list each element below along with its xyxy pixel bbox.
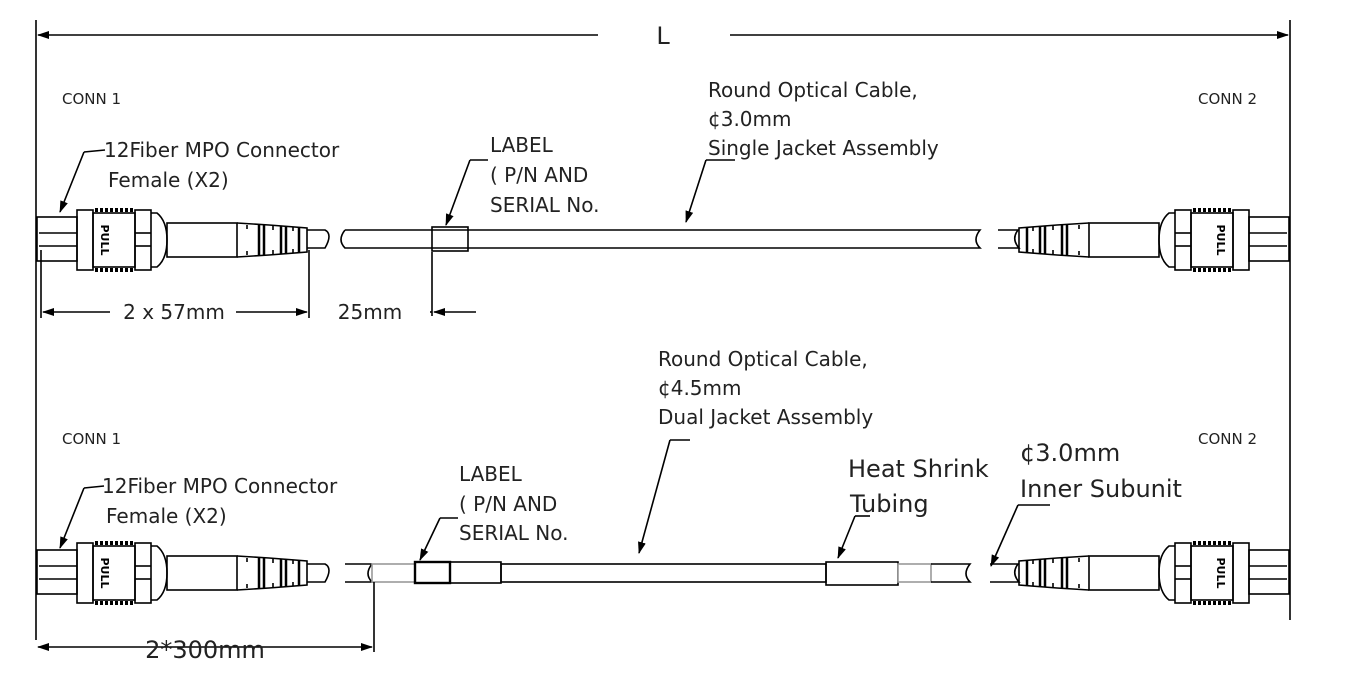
connector-note: 12Fiber MPO Connector [104,138,340,162]
heat-shrink-tubing [825,561,899,586]
connector-note-qty-2: Female (X2) [106,504,227,528]
pull-marking-right: PULL [1214,557,1227,588]
overall-length-dimension: L [35,20,1291,640]
label-sleeve [431,226,469,252]
label-note-pn: ( P/N AND [490,163,588,187]
mpo-connector-right-2 [1017,541,1291,605]
overall-length-label: L [656,22,670,50]
cable-4-5mm [307,560,1021,586]
cable-diameter-2: ¢4.5mm [658,376,742,400]
mpo-connector-right [1017,208,1291,272]
label-note-serial-2: SERIAL No. [459,521,569,545]
connector-note-qty: Female (X2) [108,168,229,192]
conn2-label-2: CONN 2 [1198,430,1257,448]
assembly-1: CONN 1 CONN 2 PULL PULL 12Fiber MPO Conn… [35,78,1291,324]
conn1-label: CONN 1 [62,90,121,108]
subunit-note: Inner Subunit [1020,475,1182,503]
label-note-serial: SERIAL No. [490,193,600,217]
label-note-pn-2: ( P/N AND [459,492,557,516]
cable-diameter: ¢3.0mm [708,107,792,131]
conn1-label-2: CONN 1 [62,430,121,448]
mpo-connector-left: PULL [35,208,309,272]
cable-note: Round Optical Cable, [708,78,918,102]
pull-marking: PULL [98,557,111,588]
conn2-label: CONN 2 [1198,90,1257,108]
label-sleeve [413,560,452,585]
cable-jacket-type: Single Jacket Assembly [708,136,939,160]
pull-marking: PULL [98,224,111,255]
cable-jacket-type-2: Dual Jacket Assembly [658,405,873,429]
cable-3mm [307,226,1021,252]
connector-length-dimension: 2 x 57mm [123,300,225,324]
mpo-connector-left-2: PULL [35,541,309,605]
connector-note-2: 12Fiber MPO Connector [102,474,338,498]
heat-shrink-note: Heat Shrink [848,455,989,483]
breakout-length-dimension: 2*300mm [145,636,265,664]
heat-shrink-note-2: Tubing [849,490,929,518]
label-note-2: LABEL [459,462,523,486]
label-offset-dimension: 25mm [338,300,402,324]
pull-marking-right: PULL [1214,224,1227,255]
subunit-diameter: ¢3.0mm [1020,439,1120,467]
assembly-2: CONN 1 CONN 2 PULL PULL 12Fiber MPO Conn… [35,347,1291,664]
cable-note-2: Round Optical Cable, [658,347,868,371]
label-note: LABEL [490,133,554,157]
